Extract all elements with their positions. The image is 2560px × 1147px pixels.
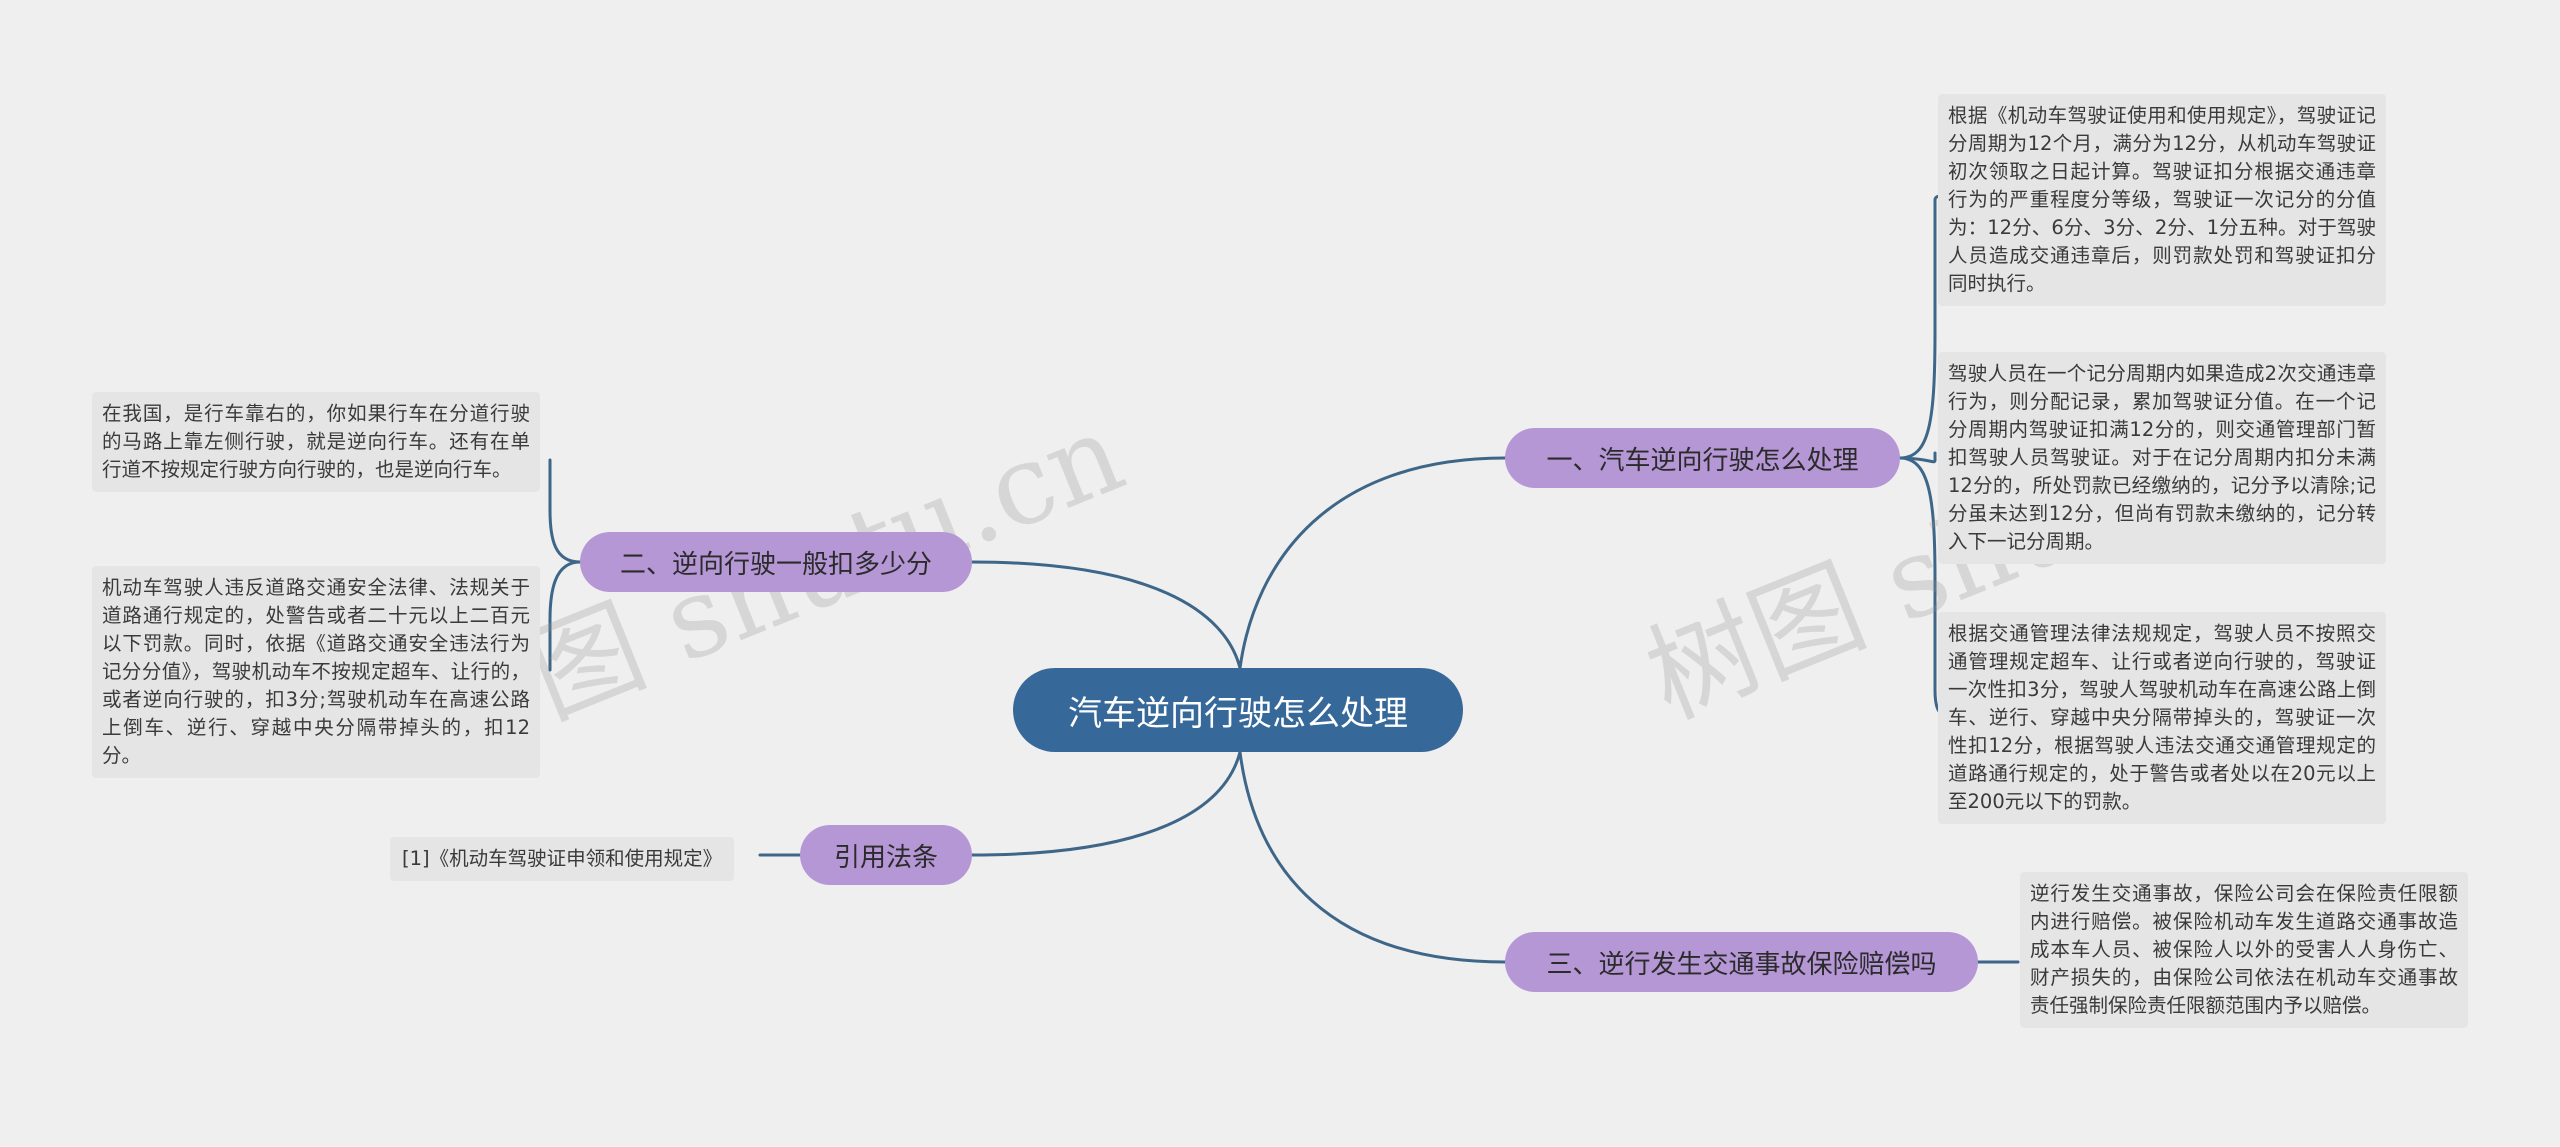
connector-root-b3 xyxy=(1238,750,1507,964)
connector-b2-leaves xyxy=(548,458,582,672)
leaf-node-b2-1[interactable]: 在我国，是行车靠右的，你如果行车在分道行驶的马路上靠左侧行驶，就是逆向行车。还有… xyxy=(92,392,540,492)
branch-node-how-to-handle[interactable]: 一、汽车逆向行驶怎么处理 xyxy=(1505,428,1900,488)
root-node[interactable]: 汽车逆向行驶怎么处理 xyxy=(1013,668,1463,752)
connector-root-b1 xyxy=(1238,456,1507,670)
leaf-node-b2-2[interactable]: 机动车驾驶人违反道路交通安全法律、法规关于道路通行规定的，处警告或者二十元以上二… xyxy=(92,566,540,778)
leaf-node-citation[interactable]: [1]《机动车驾驶证申领和使用规定》 xyxy=(390,837,735,881)
connector-root-b4 xyxy=(970,750,1242,857)
leaf-node-b1-2[interactable]: 驾驶人员在一个记分周期内如果造成2次交通违章行为，则分配记录，累加驾驶证分值。在… xyxy=(1938,352,2386,564)
connector-root-b2 xyxy=(970,560,1242,670)
leaf-node-b1-1[interactable]: 根据《机动车驾驶证使用和使用规定》，驾驶证记分周期为12个月，满分为12分，从机… xyxy=(1938,94,2386,306)
leaf-node-b3-1[interactable]: 逆行发生交通事故，保险公司会在保险责任限额内进行赔偿。被保险机动车发生道路交通事… xyxy=(2020,872,2468,1028)
branch-node-cited-laws[interactable]: 引用法条 xyxy=(800,825,972,885)
connector-b1-leaves xyxy=(1898,194,1942,714)
branch-node-insurance[interactable]: 三、逆行发生交通事故保险赔偿吗 xyxy=(1505,932,1978,992)
leaf-node-b1-3[interactable]: 根据交通管理法律法规规定，驾驶人员不按照交通管理规定超车、让行或者逆向行驶的，驾… xyxy=(1938,612,2386,824)
branch-node-points-deducted[interactable]: 二、逆向行驶一般扣多少分 xyxy=(580,532,972,592)
